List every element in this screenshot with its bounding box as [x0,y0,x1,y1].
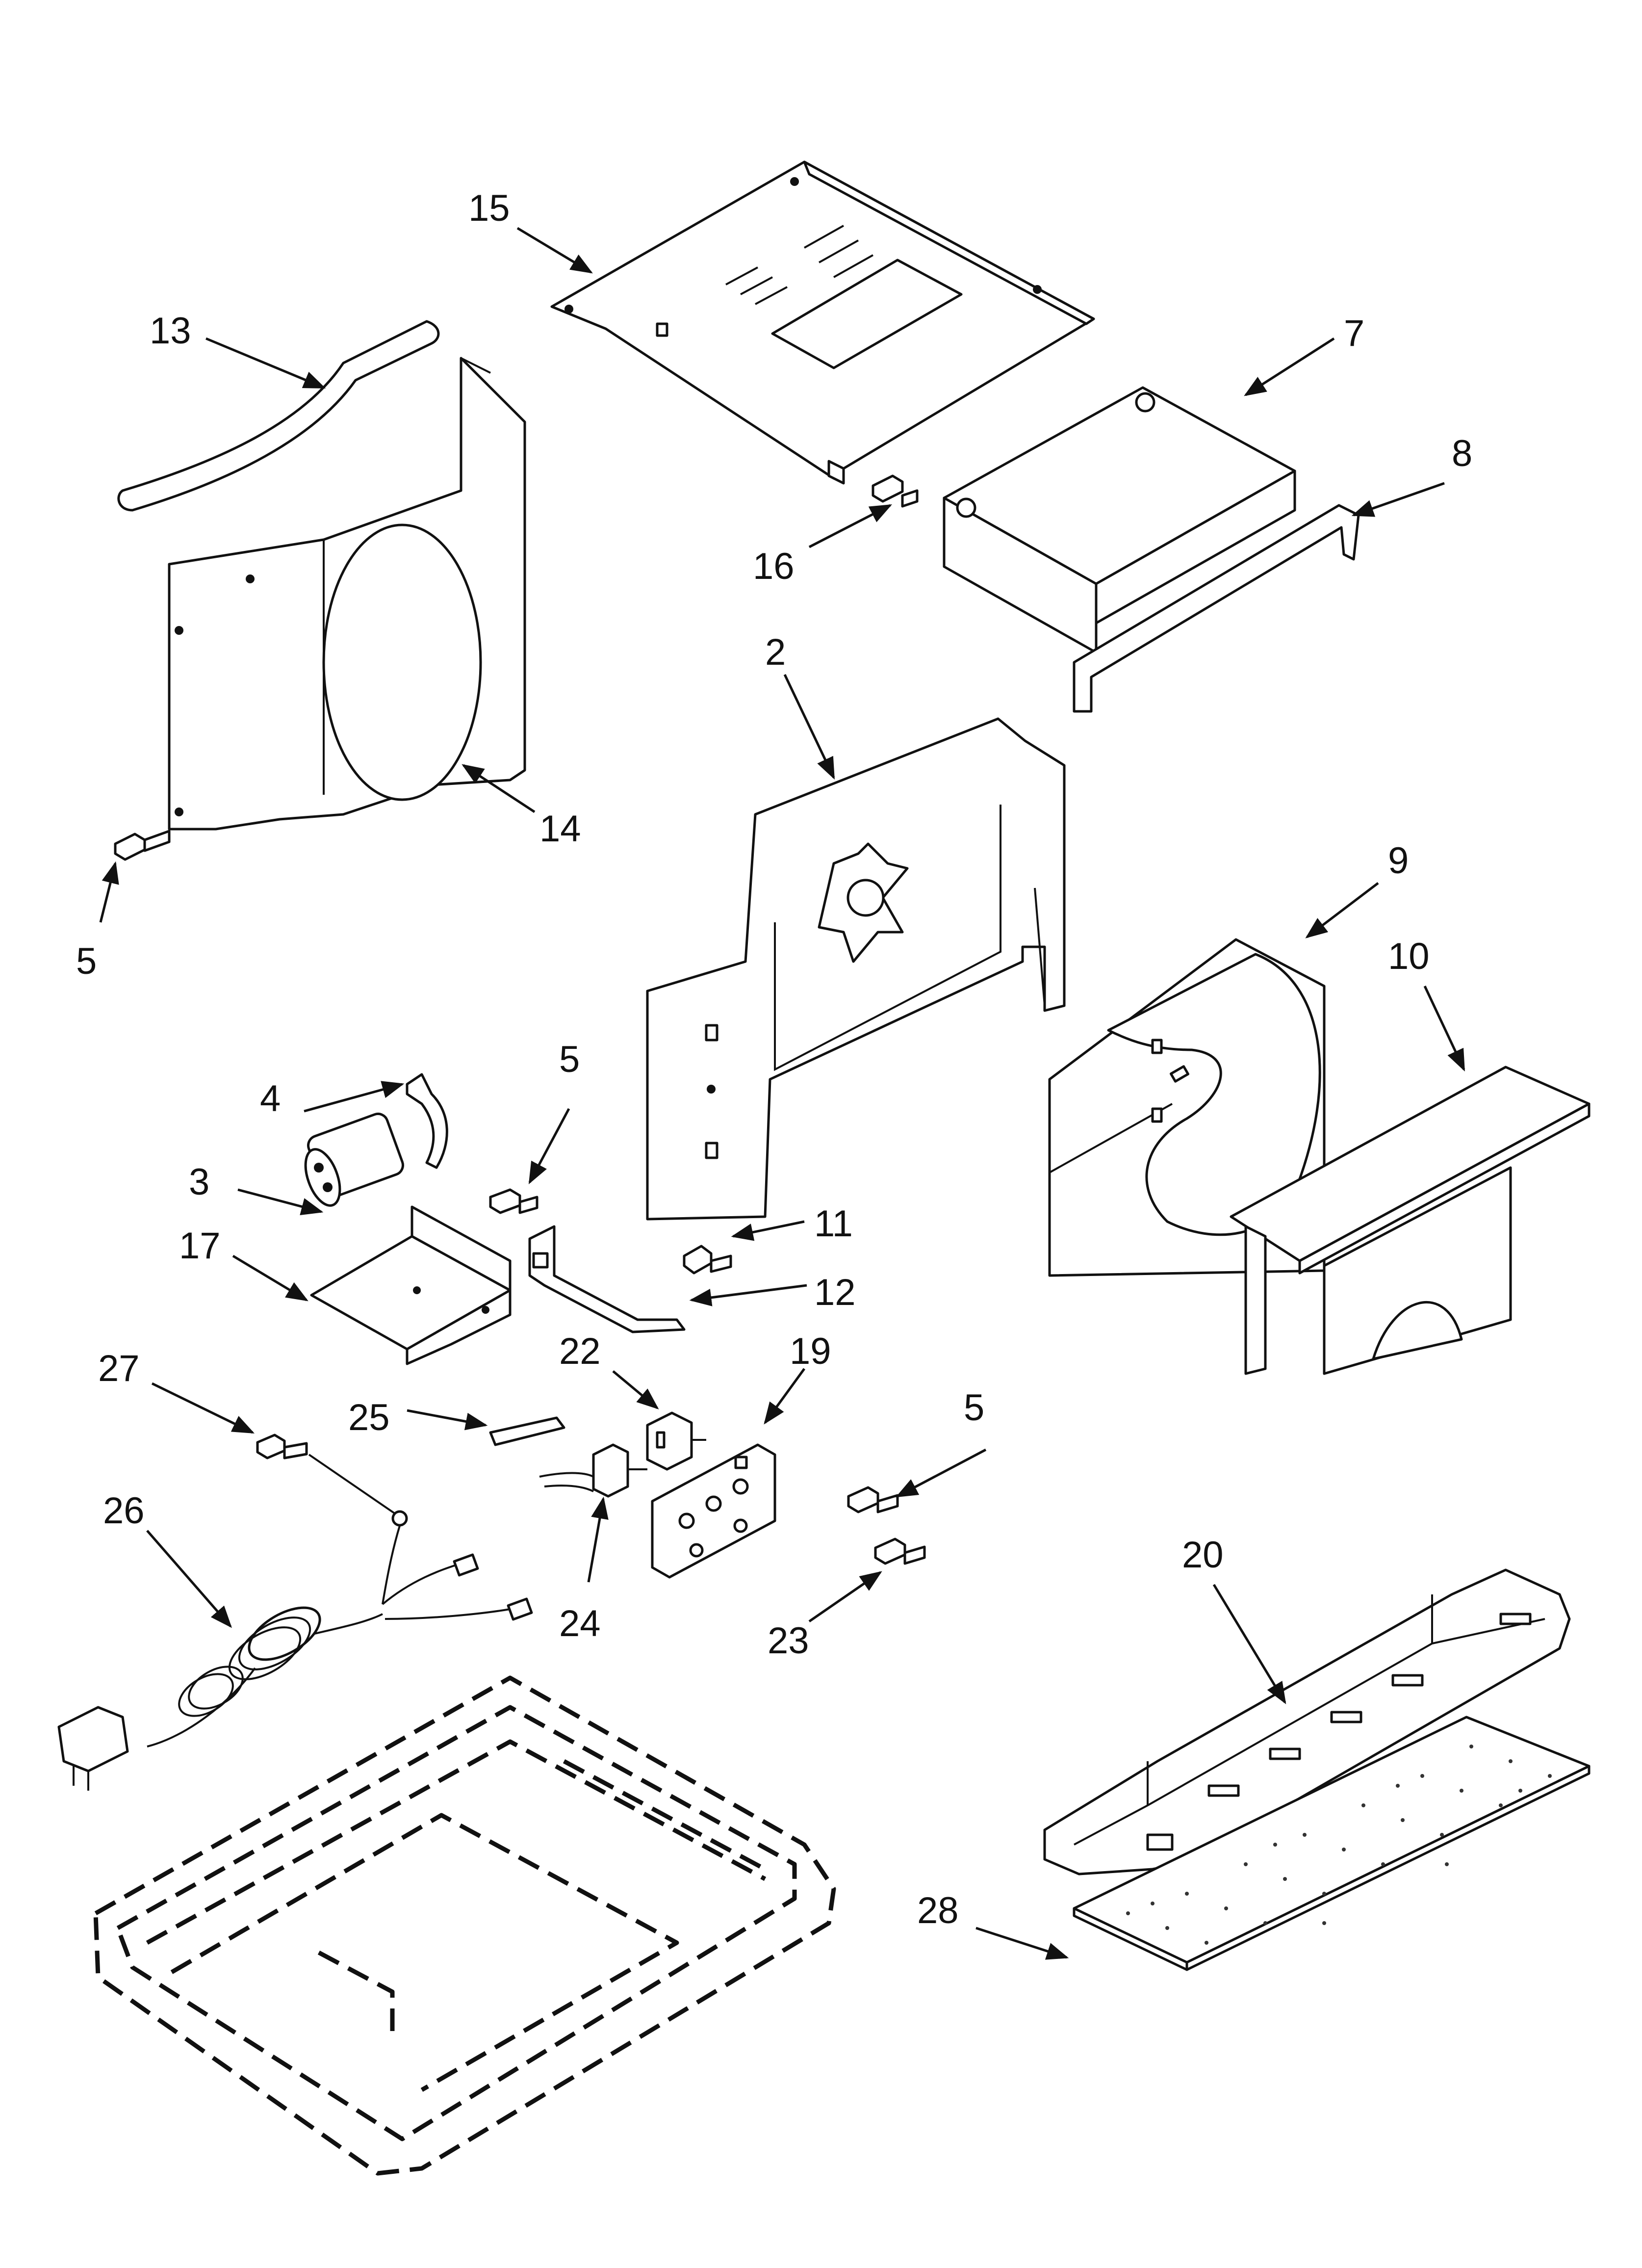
part-16-screw [872,474,919,508]
callout-19: 19 [790,1330,831,1372]
callout-25: 25 [348,1397,390,1438]
callout-26: 26 [103,1490,145,1532]
callout-8: 8 [1452,433,1472,474]
part-24-switch [539,1443,647,1498]
callout-3: 3 [189,1161,209,1203]
part-4-capacitor-strap [406,1073,448,1169]
callout-12: 12 [814,1272,856,1313]
part-17-capacitor-bracket [310,1205,512,1365]
callout-15: 15 [468,187,510,229]
callout-numbers: 15 13 7 8 16 2 14 5 9 10 4 5 3 11 17 12 … [76,187,1472,1931]
callout-20: 20 [1182,1534,1224,1576]
base-pan-reference [93,1675,836,2176]
part-13-top-gasket [117,320,440,512]
callout-9: 9 [1388,840,1409,882]
callout-5-left: 5 [76,940,97,982]
part-2-blower-panel [646,717,1066,1221]
callout-27: 27 [98,1348,140,1389]
part-10-scroll-panel [1230,1066,1591,1375]
leader-lines [99,227,1465,1960]
callout-28: 28 [917,1890,959,1931]
part-9-blower-housing [1048,938,1326,1277]
part-23-screw [874,1538,926,1565]
callout-23: 23 [768,1620,809,1662]
part-14-fan-shroud [168,357,526,831]
callout-24: 24 [559,1603,601,1644]
part-22-switch [646,1411,706,1471]
part-28-filter [1073,1716,1591,1971]
part-15-top-cover [550,160,1095,485]
part-27-screw [256,1434,308,1460]
callout-17: 17 [179,1225,221,1267]
callout-16: 16 [753,546,795,587]
part-19-control-plate [651,1443,776,1579]
part-5-screw-right [847,1486,899,1513]
callout-7: 7 [1344,313,1364,354]
part-7-control-cover [943,386,1296,654]
callout-5-right: 5 [964,1387,984,1429]
part-25-tube [489,1416,565,1446]
callout-10: 10 [1388,936,1430,977]
callout-22: 22 [559,1330,601,1372]
part-5-screw-left [114,830,171,861]
part-8-gasket-strip [1073,504,1360,713]
callout-13: 13 [150,310,191,352]
callout-4: 4 [260,1078,281,1120]
part-11-screw [683,1245,732,1275]
part-5-screw-middle [489,1188,539,1214]
part-3-capacitor [304,1112,404,1207]
callout-5-middle: 5 [559,1039,580,1080]
callout-14: 14 [539,808,581,850]
part-20-drain-pan [1043,1568,1571,1876]
callout-2: 2 [765,631,786,673]
part-26-power-cord [57,1454,533,1791]
callout-11: 11 [814,1203,853,1245]
part-12-bracket [528,1225,686,1333]
